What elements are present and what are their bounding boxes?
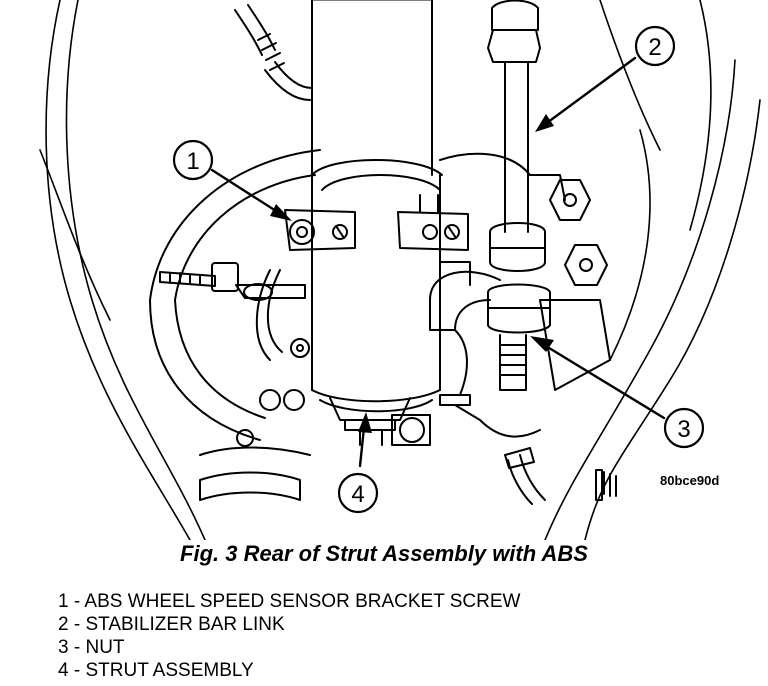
legend-number: 2 [58, 614, 69, 635]
leader-arrowheads [270, 114, 554, 433]
bracket-stud-left [159, 262, 306, 301]
image-code: 80bce90d [660, 473, 719, 488]
legend-text: STABILIZER BAR LINK [85, 614, 285, 635]
legend-number: 3 [58, 637, 69, 658]
arrowhead-1 [270, 204, 292, 221]
strut-assembly-illustration: 1 2 3 4 80bce90d [39, 0, 761, 540]
leader-line-3 [534, 338, 666, 420]
legend-text: NUT [85, 637, 125, 658]
legend-number: 1 [58, 591, 69, 612]
background-contours [39, 0, 761, 540]
legend-text: STRUT ASSEMBLY [85, 660, 254, 681]
callout-3-number: 3 [677, 416, 690, 443]
legend-item: 3 - NUT [58, 637, 125, 658]
callout-2: 2 [634, 25, 676, 67]
legend-item: 4 - STRUT ASSEMBLY [58, 660, 254, 681]
legend-item: 2 - STABILIZER BAR LINK [58, 614, 285, 635]
leader-line-2 [538, 56, 637, 130]
strut-lower-mount [259, 389, 431, 446]
knuckle [429, 152, 617, 505]
legend-item: 1 - ABS WHEEL SPEED SENSOR BRACKET SCREW [58, 591, 521, 612]
legend-list: 1 - ABS WHEEL SPEED SENSOR BRACKET SCREW… [58, 590, 520, 682]
arrowhead-4 [358, 412, 372, 433]
callout-1-number: 1 [186, 148, 199, 175]
callout-3: 3 [663, 407, 705, 449]
callout-2-number: 2 [648, 34, 661, 61]
arrowhead-3 [530, 336, 554, 352]
callout-4: 4 [337, 472, 379, 514]
hub-rotor [149, 149, 321, 501]
legend-number: 4 [58, 660, 69, 681]
strut-body [311, 0, 443, 413]
figure-caption: Fig. 3 Rear of Strut Assembly with ABS [180, 541, 588, 566]
strut-clamp [284, 194, 469, 251]
abs-sensor-wire [234, 4, 313, 361]
legend-text: ABS WHEEL SPEED SENSOR BRACKET SCREW [84, 591, 521, 612]
arrowhead-2 [535, 114, 554, 132]
stabilizer-bar-link [487, 0, 551, 391]
callout-1: 1 [172, 139, 214, 181]
callout-4-number: 4 [351, 481, 364, 508]
